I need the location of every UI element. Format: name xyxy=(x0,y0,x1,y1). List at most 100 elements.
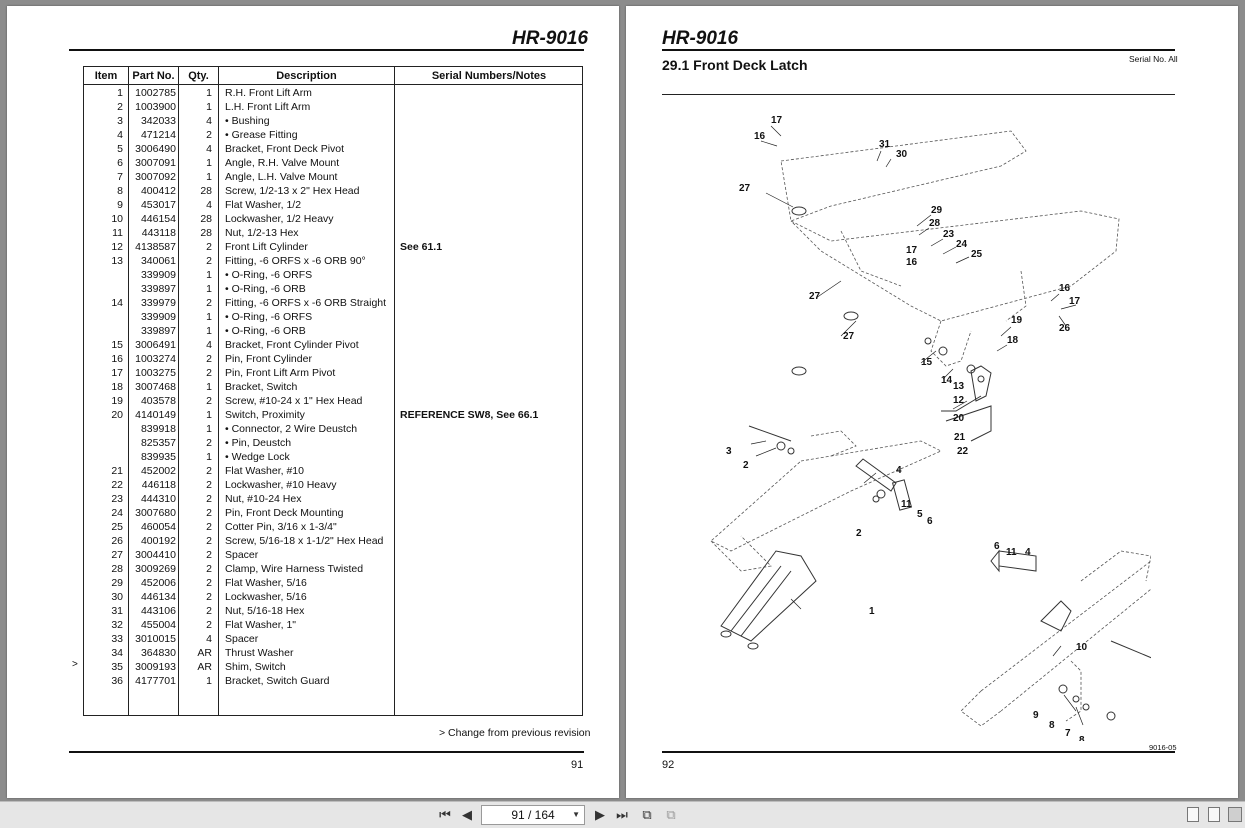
callout-label: 7 xyxy=(1065,728,1071,739)
callout-label: 11 xyxy=(901,499,912,510)
row-description: Switch, Proximity xyxy=(225,409,305,421)
row-part-no: 460054 xyxy=(140,521,176,533)
row-part-no: 3009269 xyxy=(135,563,176,575)
row-part-no: 839918 xyxy=(140,423,176,435)
row-part-no: 1003274 xyxy=(135,353,176,365)
row-qty: 28 xyxy=(200,185,212,197)
continuous-view-icon[interactable] xyxy=(1208,807,1220,822)
rotate-icon[interactable]: ⧉ xyxy=(642,807,652,822)
row-part-no: 339897 xyxy=(140,325,176,337)
row-description: Angle, L.H. Valve Mount xyxy=(225,171,338,183)
row-description: Pin, Front Cylinder xyxy=(225,353,312,365)
row-qty: 1 xyxy=(206,101,212,113)
callout-label: 26 xyxy=(1059,323,1071,334)
row-part-no: 443118 xyxy=(141,227,176,239)
last-page-icon[interactable]: ⏭ xyxy=(616,807,628,822)
row-item: 27 xyxy=(111,549,123,561)
row-description: Front Lift Cylinder xyxy=(225,241,308,253)
row-qty: 2 xyxy=(206,255,212,267)
row-description: • Connector, 2 Wire Deustch xyxy=(225,423,358,435)
row-description: Nut, #10-24 Hex xyxy=(225,493,302,505)
row-qty: 28 xyxy=(200,213,212,225)
row-item: 3 xyxy=(117,115,123,127)
callout-label: 28 xyxy=(929,218,941,229)
prev-page-icon[interactable]: ◀ xyxy=(462,807,472,822)
row-item: 11 xyxy=(112,227,123,239)
copy-icon[interactable]: ⧉ xyxy=(666,807,676,822)
row-description: Nut, 1/2-13 Hex xyxy=(225,227,299,239)
row-description: Shim, Switch xyxy=(225,661,286,673)
callout-label: 20 xyxy=(953,413,965,424)
row-part-no: 443106 xyxy=(140,605,176,617)
row-item: 1 xyxy=(117,87,123,99)
first-page-icon[interactable]: ⏮ xyxy=(439,807,451,822)
row-qty: 1 xyxy=(206,675,212,687)
row-part-no: 1003275 xyxy=(135,367,176,379)
leader-lines xyxy=(750,125,1084,726)
section-title: 29.1 Front Deck Latch xyxy=(662,57,808,73)
row-description: • Bushing xyxy=(225,115,270,127)
header-divider xyxy=(84,84,582,85)
row-item: 15 xyxy=(111,339,123,351)
footer-rule xyxy=(69,751,584,753)
callout-label: 2 xyxy=(743,460,749,471)
row-description: Lockwasher, 1/2 Heavy xyxy=(225,213,334,225)
row-qty: 2 xyxy=(206,605,212,617)
row-qty: 2 xyxy=(206,129,212,141)
row-item: 2 xyxy=(117,101,123,113)
callout-label: 27 xyxy=(739,183,751,194)
row-qty: 2 xyxy=(206,507,212,519)
row-item: 20 xyxy=(111,409,123,421)
row-description: • O-Ring, -6 ORB xyxy=(225,283,306,295)
row-item: 36 xyxy=(111,675,123,687)
row-item: 31 xyxy=(111,605,123,617)
callout-label: 4 xyxy=(1025,547,1031,558)
row-item: 23 xyxy=(111,493,123,505)
header-qty: Qty. xyxy=(188,70,209,82)
row-description: Thrust Washer xyxy=(225,647,294,659)
row-item: 13 xyxy=(111,255,123,267)
row-description: L.H. Front Lift Arm xyxy=(225,101,311,113)
row-part-no: 452006 xyxy=(140,577,176,589)
single-page-view-icon[interactable] xyxy=(1187,807,1199,822)
page-selector[interactable]: 91 / 164 ▼ xyxy=(481,805,585,825)
row-item: 24 xyxy=(111,507,123,519)
row-part-no: 339909 xyxy=(140,269,176,281)
callout-label: 8 xyxy=(1079,735,1085,741)
callout-label: 17 xyxy=(906,245,918,256)
row-qty: 4 xyxy=(206,633,212,645)
exploded-parts-diagram: 1716313027292823241716252716172619182715… xyxy=(710,115,1151,741)
row-qty: 2 xyxy=(206,395,212,407)
row-part-no: 364830 xyxy=(140,647,176,659)
callout-label: 16 xyxy=(754,131,766,142)
row-description: Cotter Pin, 3/16 x 1-3/4" xyxy=(225,521,337,533)
row-item: 17 xyxy=(111,367,123,379)
row-item: 32 xyxy=(111,619,123,631)
row-part-no: 3010015 xyxy=(135,633,176,645)
row-qty: 2 xyxy=(206,465,212,477)
row-part-no: 339979 xyxy=(140,297,176,309)
row-description: Bracket, Switch xyxy=(225,381,298,393)
row-part-no: 400412 xyxy=(140,185,176,197)
row-item: 14 xyxy=(111,297,123,309)
next-page-icon[interactable]: ▶ xyxy=(595,807,605,822)
row-item: 35 xyxy=(111,661,123,673)
row-part-no: 446134 xyxy=(140,591,176,603)
row-item: 7 xyxy=(117,171,123,183)
row-description: Lockwasher, #10 Heavy xyxy=(225,479,337,491)
two-page-view-icon[interactable] xyxy=(1228,807,1242,822)
row-qty: 2 xyxy=(206,619,212,631)
callout-label: 8 xyxy=(1049,720,1055,731)
